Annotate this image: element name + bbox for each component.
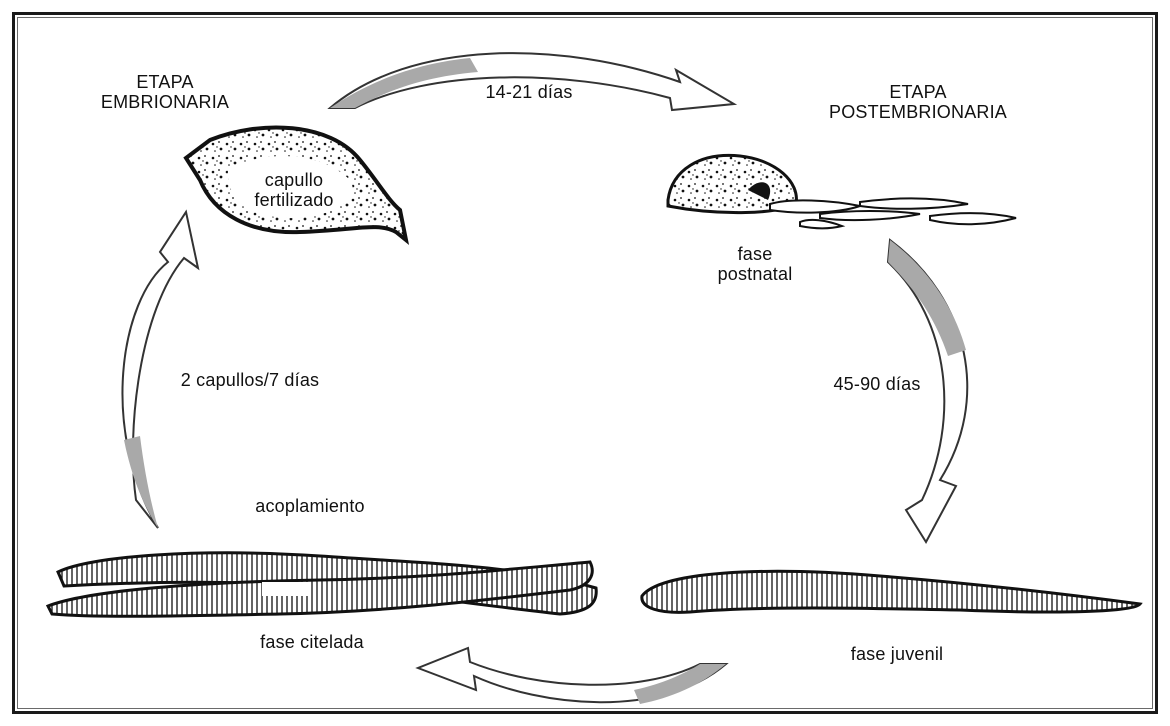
postnatal-phase-label: fase postnatal: [690, 244, 820, 284]
cocoon-label: capullo fertilizado: [224, 170, 364, 210]
incubation-duration-label: 14-21 días: [454, 82, 604, 102]
clitellate-phase-label: fase citelada: [232, 632, 392, 652]
postembryonic-stage-label: ETAPA POSTEMBRIONARIA: [818, 82, 1018, 122]
embryonic-stage-label: ETAPA EMBRIONARIA: [80, 72, 250, 112]
reproduction-rate-label: 2 capullos/7 días: [150, 370, 350, 390]
juvenile-worm-illustration: [642, 571, 1140, 612]
mating-label: acoplamiento: [230, 496, 390, 516]
mating-worms-illustration: [48, 553, 596, 616]
hatching-cocoon-illustration: [668, 155, 1016, 228]
juvenile-phase-label: fase juvenil: [822, 644, 972, 664]
maturation-duration-label: 45-90 días: [812, 374, 942, 394]
clitellum-arrow: [418, 648, 726, 704]
